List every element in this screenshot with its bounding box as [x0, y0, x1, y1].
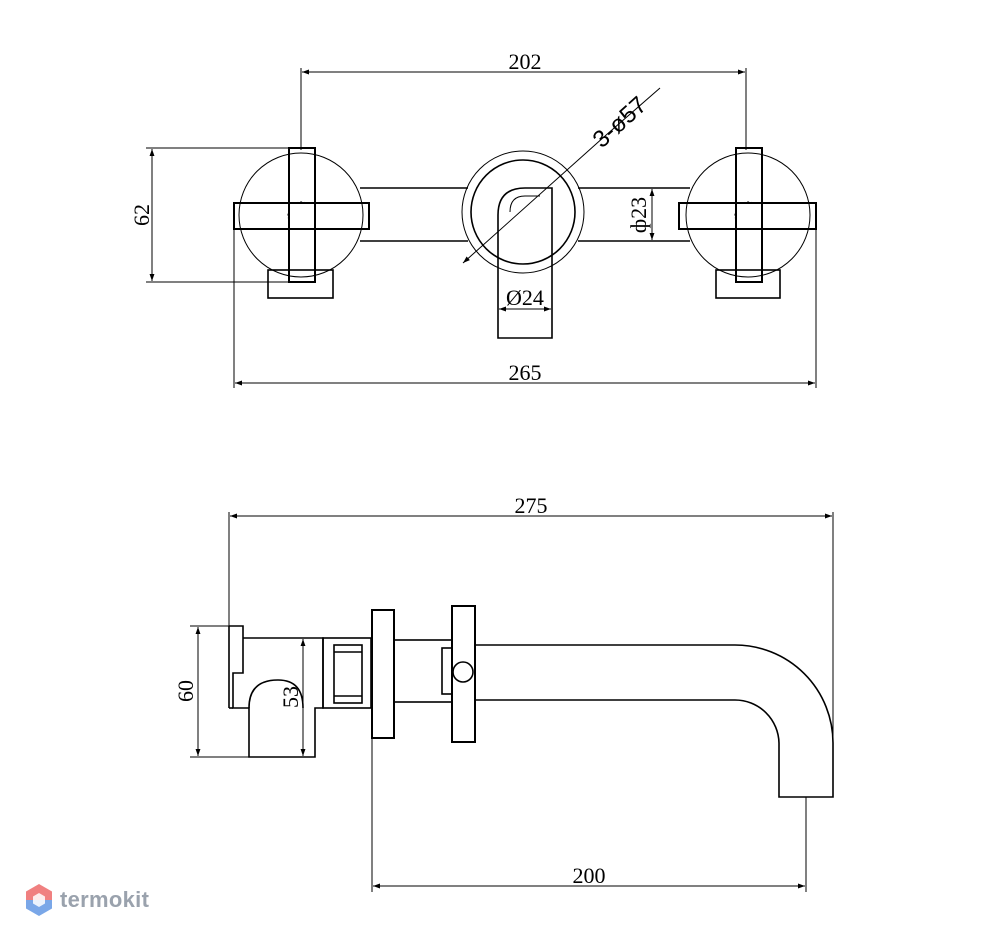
spout-rosette	[451, 605, 476, 743]
watermark: termokit	[24, 882, 149, 918]
dim-total-width: 265	[509, 360, 542, 385]
dim-pipe: ф23	[626, 197, 651, 233]
watermark-text: termokit	[60, 887, 150, 912]
dim-height: 62	[129, 204, 154, 226]
dim-center-distance: 202	[509, 49, 542, 74]
dim-total-length: 275	[515, 493, 548, 518]
side-view: 275 60 53 200	[173, 493, 834, 892]
dim-projection: 200	[573, 863, 606, 888]
dim-body-height: 60	[173, 680, 198, 702]
dim-inner-height: 53	[278, 686, 303, 708]
spout	[475, 644, 834, 798]
left-handle	[233, 147, 370, 299]
top-view: 202 62 3-ø57 ф23 Ø24 265	[129, 49, 817, 388]
termokit-logo-icon	[26, 884, 52, 916]
dim-rosette: 3-ø57	[588, 91, 653, 153]
dim-spout: Ø24	[506, 285, 544, 310]
handle-flange	[371, 609, 395, 739]
right-handle	[678, 147, 817, 299]
center-spout	[461, 150, 585, 339]
